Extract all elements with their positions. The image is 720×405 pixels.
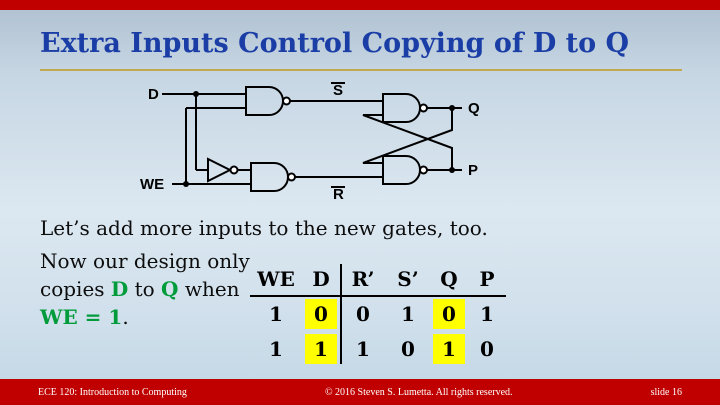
circuit-diagram: D WE	[140, 82, 480, 203]
table-cell: 0	[356, 302, 370, 326]
nand-gate-bottom-left	[250, 162, 296, 192]
table-cell-highlighted: 0	[302, 299, 340, 329]
text-run: when	[178, 277, 240, 301]
text-run: to	[128, 277, 162, 301]
body-text-2: Now our design only copies D to Q when WE …	[40, 247, 270, 331]
text-run: copies	[40, 277, 111, 301]
col-header-q: Q	[440, 267, 458, 291]
footer-copyright: © 2016 Steven S. Lumetta. All rights res…	[324, 386, 513, 398]
table-header-rule	[250, 295, 506, 297]
inverter-gate	[207, 157, 239, 183]
table-cell: 0	[401, 337, 415, 361]
col-header-we: WE	[257, 267, 295, 291]
footer-slide-number: slide 16	[650, 386, 682, 398]
p-output-label: P	[468, 162, 478, 179]
text-run: .	[122, 305, 129, 329]
top-red-bar	[0, 0, 720, 10]
col-header-r-prime: R’	[351, 267, 375, 291]
footer-course: ECE 120: Introduction to Computing	[38, 386, 187, 398]
table-cell: 1	[356, 337, 370, 361]
footer-bar: ECE 120: Introduction to Computing © 201…	[0, 379, 720, 405]
table-cell-highlighted: 0	[430, 299, 468, 329]
nand-gate-top-right	[382, 93, 428, 123]
q-output-label: Q	[468, 100, 480, 117]
we-input-label: WE	[140, 176, 164, 193]
text-run: Now our design only	[40, 249, 250, 273]
junction-dots	[183, 91, 455, 187]
page-title: Extra Inputs Control Copying of D to Q	[40, 28, 630, 59]
table-cell: 1	[401, 302, 415, 326]
truth-table: WE D R’ S’ Q P 1 0 0 1 0 1 1 1 1 0 1 0	[250, 264, 506, 364]
nand-gate-top-left	[245, 86, 291, 116]
highlight-d: D	[110, 277, 129, 301]
svg-text:S: S	[333, 82, 343, 99]
highlight-we-equals-1: WE = 1	[40, 305, 123, 329]
d-input-label: D	[148, 86, 159, 103]
circuit-wires	[162, 93, 462, 185]
table-cell: 1	[269, 302, 283, 326]
body-text-1: Let’s add more inputs to the new gates, …	[40, 216, 488, 240]
table-cell: 1	[269, 337, 283, 361]
r-bar-label: R	[331, 186, 345, 203]
title-underline	[40, 69, 682, 71]
nand-gate-bottom-right	[382, 155, 428, 185]
highlight-q: Q	[161, 277, 179, 301]
table-cell: 1	[480, 302, 494, 326]
col-header-p: P	[479, 267, 495, 291]
col-header-s-prime: S’	[397, 267, 419, 291]
table-cell-highlighted: 1	[430, 334, 468, 364]
s-bar-label: S	[331, 82, 345, 99]
table-cell-highlighted: 1	[302, 334, 340, 364]
table-column-divider	[340, 264, 342, 364]
col-header-d: D	[312, 267, 330, 291]
svg-text:R: R	[333, 186, 344, 203]
table-cell: 0	[480, 337, 494, 361]
